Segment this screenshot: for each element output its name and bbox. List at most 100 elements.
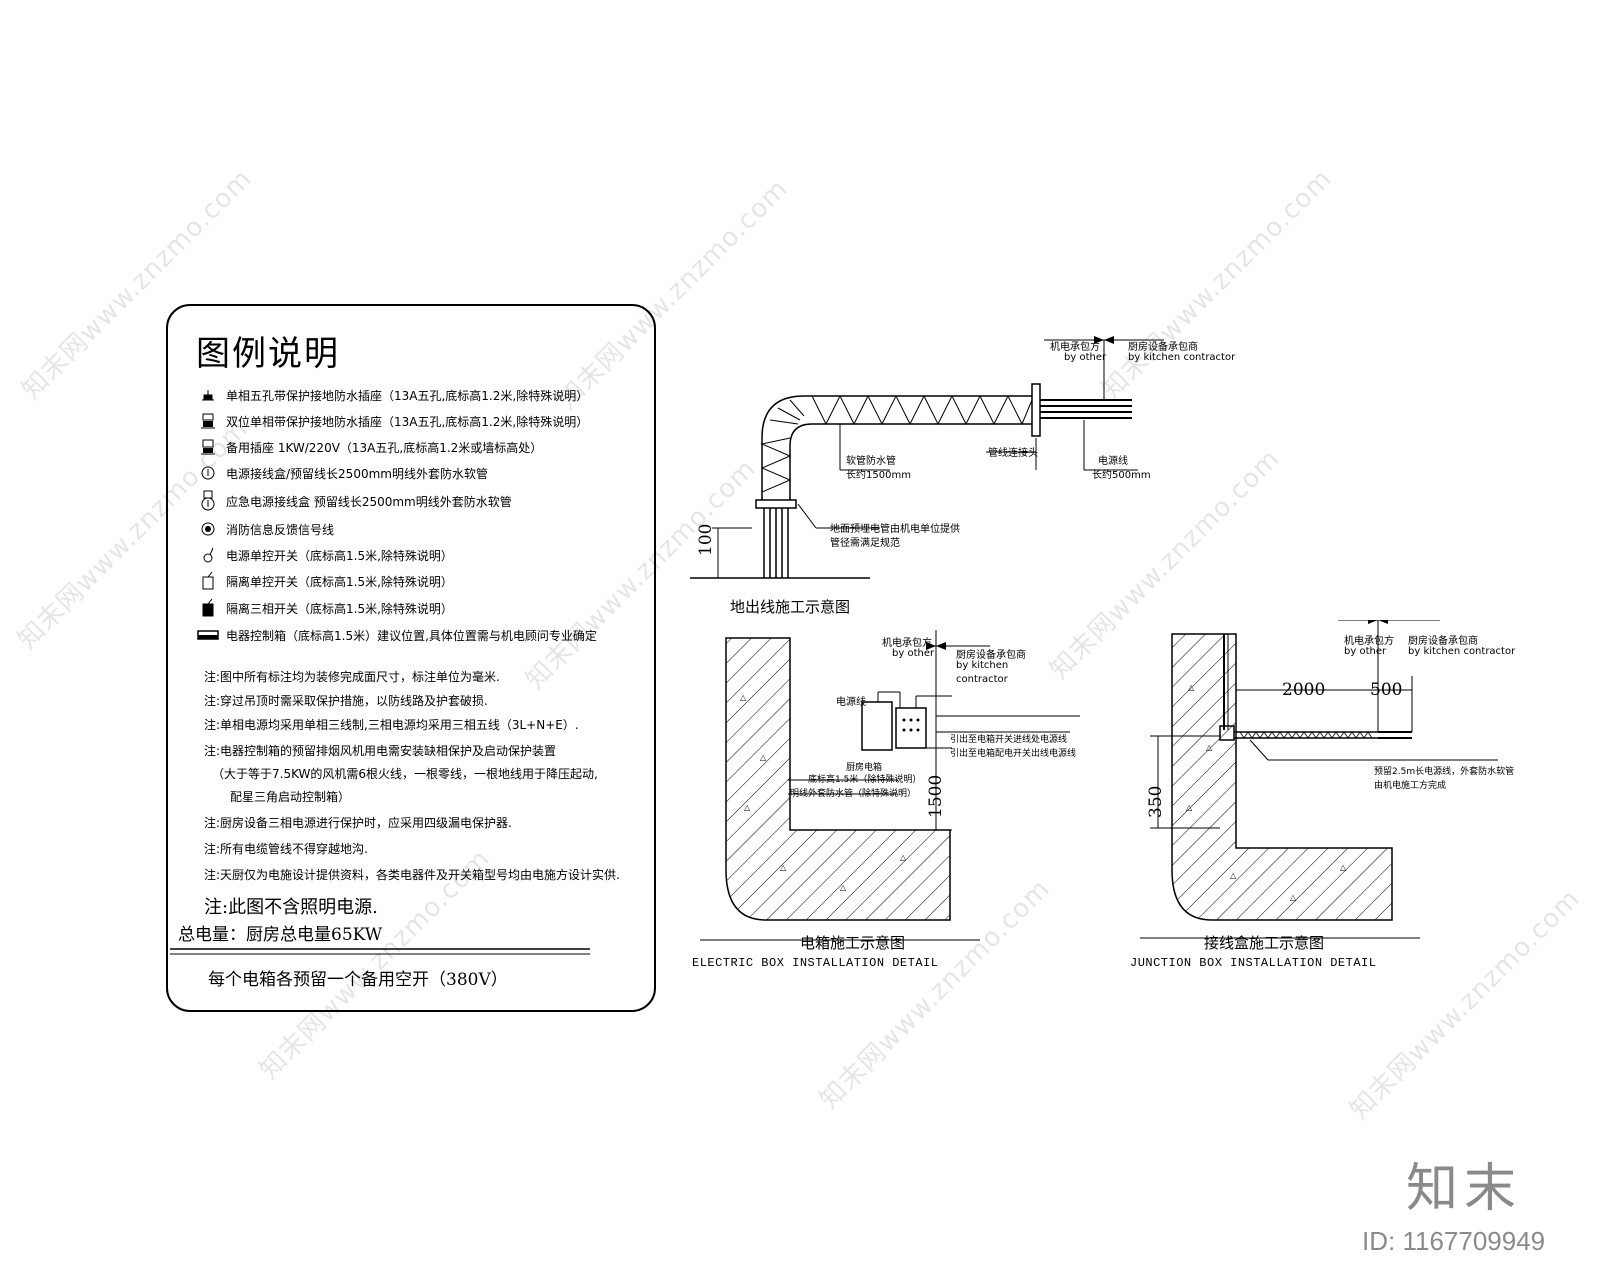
svg-text:△: △ xyxy=(1206,743,1213,752)
legend-note: 注:电器控制箱的预留排烟风机用电需安装缺相保护及启动保护装置 xyxy=(204,744,557,758)
jbox-label-kitchen: 厨房设备承包商 xyxy=(1408,636,1478,647)
legend-note: 注:天厨仅为电施设计提供资料，各类电器件及开关箱型号均由电施方设计实供. xyxy=(204,868,620,882)
svg-text:△: △ xyxy=(1290,893,1297,902)
jbox-label-kitchen-en: by kitchen contractor xyxy=(1408,646,1516,657)
legend-item-label: 电源接线盒/预留线长2500mm明线外套防水软管 xyxy=(226,466,488,481)
ebox-label-mep: 机电承包方 xyxy=(882,638,932,649)
jbox-dimension-500: 500 xyxy=(1370,680,1403,700)
legend-item: 隔离单控开关（底标高1.5米,除特殊说明） xyxy=(196,570,453,592)
jbox-caption-en: JUNCTION BOX INSTALLATION DETAIL xyxy=(1130,956,1377,970)
single-socket-icon xyxy=(196,387,220,403)
legend-item: 电源单控开关（底标高1.5米,除特殊说明） xyxy=(196,544,453,566)
jbox-caption: 接线盒施工示意图 xyxy=(1204,934,1325,952)
emergency-junction-icon xyxy=(196,490,220,512)
floor-label-joint: 管线连接头 xyxy=(988,448,1038,459)
brand-logo-text: 知末 xyxy=(1406,1159,1523,1219)
ebox-label-mep-en: by other xyxy=(892,648,935,659)
jbox-label-mep-en: by other xyxy=(1344,646,1387,657)
power-junction-icon xyxy=(196,464,220,482)
floor-label-mep-en: by other xyxy=(1064,352,1107,363)
ebox-label-contractor: contractor xyxy=(956,674,1008,685)
fire-signal-icon xyxy=(196,520,220,538)
single-switch-icon xyxy=(196,546,220,564)
isolation-3p-switch-icon xyxy=(196,598,220,618)
floor-label-pipe-length: 长约1500mm xyxy=(846,470,911,481)
double-socket-icon xyxy=(196,412,220,430)
floor-dimension-100: 100 xyxy=(696,523,716,556)
legend-item: 单相五孔带保护接地防水插座（13A五孔,底标高1.2米,除特殊说明） xyxy=(196,384,588,406)
floor-outlet-diagram xyxy=(690,336,1164,579)
ebox-dimension-1500: 1500 xyxy=(926,774,946,818)
ebox-label-kitchen: 厨房设备承包商 xyxy=(956,650,1026,661)
jbox-dimension-2000: 2000 xyxy=(1282,680,1326,700)
svg-text:△: △ xyxy=(840,883,847,892)
lighting-note: 注:此图不含照明电源. xyxy=(204,897,378,918)
ebox-label-incoming: 引出至电箱开关进线处电源线 xyxy=(950,735,1068,745)
jbox-label-wire: 预留2.5m长电源线，外套防水软管 xyxy=(1374,767,1515,777)
legend-item-label: 单相五孔带保护接地防水插座（13A五孔,底标高1.2米,除特殊说明） xyxy=(226,388,589,403)
legend-item: 双位单相带保护接地防水插座（13A五孔,底标高1.2米,除特殊说明） xyxy=(196,410,588,432)
jbox-label-installer: 由机电施工方完成 xyxy=(1374,781,1447,791)
ebox-label-outgoing: 引出至电箱配电开关出线电源线 xyxy=(950,749,1077,759)
jbox-label-mep: 机电承包方 xyxy=(1344,636,1394,647)
svg-text:△: △ xyxy=(1230,871,1237,880)
isolation-switch-icon xyxy=(196,571,220,591)
legend-item: 消防信息反馈信号线 xyxy=(196,518,334,540)
ebox-label-box: 厨房电箱 xyxy=(846,763,883,773)
spare-socket-icon xyxy=(196,438,220,456)
floor-label-kitchen: 厨房设备承包商 xyxy=(1128,342,1198,353)
floor-outlet-caption: 地出线施工示意图 xyxy=(730,598,851,616)
image-id: ID: 1167709949 xyxy=(1362,1226,1546,1256)
ebox-caption: 电箱施工示意图 xyxy=(800,934,906,952)
svg-text:△: △ xyxy=(740,693,747,702)
legend-note: 注:图中所有标注均为装修完成面尺寸，标注单位为毫米. xyxy=(204,670,500,684)
svg-text:△: △ xyxy=(1340,863,1347,872)
ebox-label-kitchen-en: by kitchen xyxy=(956,660,1009,671)
floor-label-wire: 电源线 xyxy=(1098,456,1128,467)
ebox-label-box-conduit: 明线外套防水管（除特殊说明） xyxy=(790,789,917,799)
legend-note: 注:穿过吊顶时需采取保护措施，以防线路及护套破损. xyxy=(204,694,488,708)
control-box-icon xyxy=(196,629,220,641)
floor-label-base-spec: 管径需满足规范 xyxy=(830,538,900,549)
jbox-dimension-350: 350 xyxy=(1146,785,1166,818)
legend-item-label: 电源单控开关（底标高1.5米,除特殊说明） xyxy=(226,548,453,563)
total-power-underline xyxy=(170,948,590,955)
legend-item-label: 消防信息反馈信号线 xyxy=(226,522,335,537)
svg-text:△: △ xyxy=(744,803,751,812)
total-power: 总电量：厨房总电量65KW xyxy=(178,925,383,945)
svg-text:△: △ xyxy=(900,853,907,862)
svg-text:△: △ xyxy=(760,753,767,762)
floor-label-wire-length: 长约500mm xyxy=(1092,470,1151,481)
floor-label-pipe: 软管防水管 xyxy=(846,456,896,467)
ebox-caption-en: ELECTRIC BOX INSTALLATION DETAIL xyxy=(692,956,939,970)
legend-item-label: 隔离三相开关（底标高1.5米,除特殊说明） xyxy=(226,601,453,616)
electric-box-diagram: △ △ △ △ △ △ xyxy=(700,630,1080,941)
legend-note: 注:所有电缆管线不得穿越地沟. xyxy=(204,842,368,856)
legend-title: 图例说明 xyxy=(196,334,340,374)
legend-panel xyxy=(166,304,656,1012)
spare-breaker-note: 每个电箱各预留一个备用空开（380V） xyxy=(208,970,508,990)
legend-item: 备用插座 1KW/220V（13A五孔,底标高1.2米或墙标高处） xyxy=(196,436,542,458)
legend-note: （大于等于7.5KW的风机需6根火线，一根零线，一根地线用于降压起动, xyxy=(212,767,598,781)
junction-box-diagram: △ △ △ △ △ △ xyxy=(1140,620,1498,939)
svg-text:△: △ xyxy=(1186,803,1193,812)
svg-text:△: △ xyxy=(780,863,787,872)
legend-item-label: 应急电源接线盒 预留线长2500mm明线外套防水软管 xyxy=(226,494,512,509)
legend-note: 注:厨房设备三相电源进行保护时，应采用四级漏电保护器. xyxy=(204,816,512,830)
legend-item-label: 电器控制箱（底标高1.5米）建议位置,具体位置需与机电顾问专业确定 xyxy=(226,628,597,643)
ebox-label-box-height: 底标高1.5米（除特殊说明） xyxy=(808,775,922,785)
legend-item: 隔离三相开关（底标高1.5米,除特殊说明） xyxy=(196,597,453,619)
legend-item: 电器控制箱（底标高1.5米）建议位置,具体位置需与机电顾问专业确定 xyxy=(196,624,597,646)
legend-item-label: 备用插座 1KW/220V（13A五孔,底标高1.2米或墙标高处） xyxy=(226,440,543,455)
legend-note: 配星三角启动控制箱） xyxy=(230,790,351,804)
legend-item: 应急电源接线盒 预留线长2500mm明线外套防水软管 xyxy=(196,490,512,512)
floor-label-mep: 机电承包方 xyxy=(1050,342,1100,353)
legend-item: 电源接线盒/预留线长2500mm明线外套防水软管 xyxy=(196,462,488,484)
legend-note: 注:单相电源均采用单相三线制,三相电源均采用三相五线（3L+N+E）. xyxy=(204,718,579,732)
ebox-label-ctrl: 电源线 xyxy=(836,697,866,708)
svg-text:△: △ xyxy=(1188,683,1195,692)
legend-item-label: 隔离单控开关（底标高1.5米,除特殊说明） xyxy=(226,574,453,589)
floor-label-base: 地面预埋电管由机电单位提供 xyxy=(830,524,960,535)
floor-label-kitchen-en: by kitchen contractor xyxy=(1128,352,1236,363)
legend-item-label: 双位单相带保护接地防水插座（13A五孔,底标高1.2米,除特殊说明） xyxy=(226,414,589,429)
